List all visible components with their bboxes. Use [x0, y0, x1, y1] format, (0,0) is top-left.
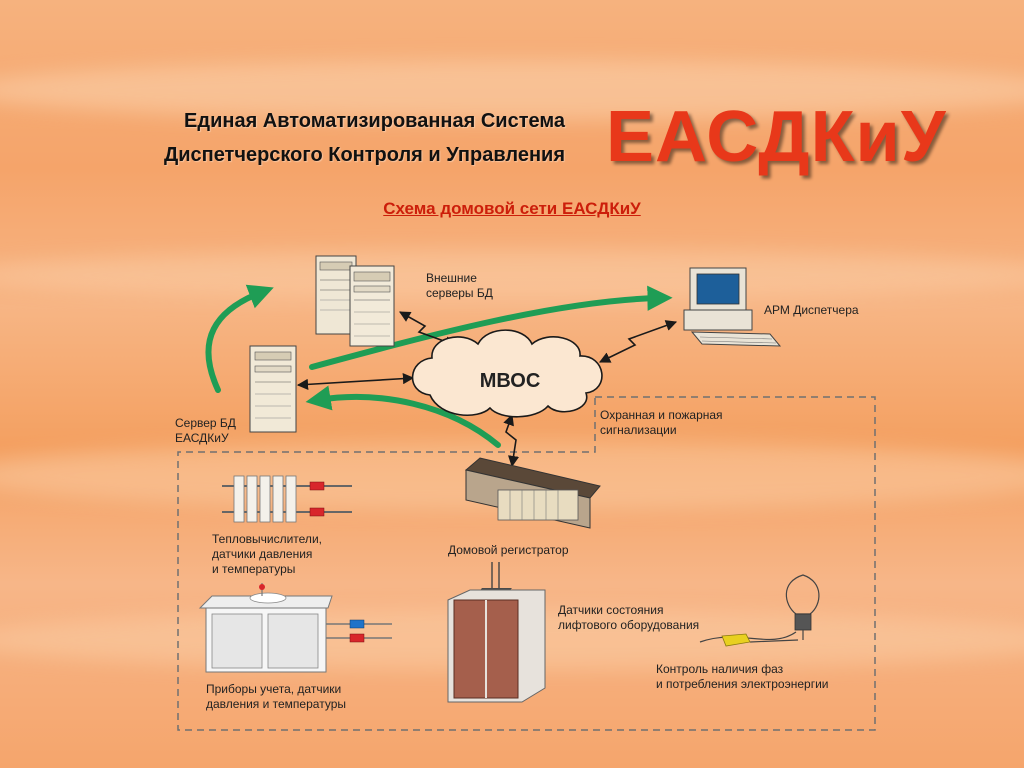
metering-devices-label-1: Приборы учета, датчики	[206, 682, 342, 696]
network-cloud: МВОС	[411, 329, 603, 418]
logo-text: ЕАСДКиУ	[606, 97, 947, 177]
header-title-line1: Единая Автоматизированная Система	[184, 110, 565, 132]
house-registrar-icon	[464, 457, 601, 529]
sink-cabinet-icon	[198, 583, 392, 673]
heat-meters-label-2: датчики давления	[212, 547, 313, 561]
power-monitor-icon	[699, 574, 820, 647]
house-registrar-label: Домовой регистратор	[448, 543, 569, 557]
db-server-label-2: ЕАСДКиУ	[175, 431, 229, 445]
external-servers-icon	[315, 255, 395, 347]
cloud-label: МВОС	[480, 370, 541, 392]
flow-arrows	[205, 284, 673, 448]
external-servers-label-2: серверы БД	[426, 286, 493, 300]
elevator-sensors-label-2: лифтового оборудования	[558, 618, 700, 632]
header-title-line2: Диспетчерского Контроля и Управления	[163, 144, 565, 166]
external-servers-label-1: Внешние	[426, 271, 477, 285]
workstation-label: АРМ Диспетчера	[764, 303, 859, 317]
elevator-icon	[447, 562, 546, 703]
security-alarm-label-2: сигнализации	[600, 423, 677, 437]
metering-devices-label-2: давления и температуры	[206, 697, 346, 711]
db-server-icon	[249, 345, 297, 433]
network-links	[296, 311, 678, 468]
heat-meters-label-1: Тепловычислители,	[212, 532, 322, 546]
elevator-sensors-label-1: Датчики состояния	[558, 603, 664, 617]
heat-meters-label-3: и температуры	[212, 562, 296, 576]
workstation-icon	[683, 267, 782, 347]
security-alarm-label-1: Охранная и пожарная	[600, 408, 723, 422]
heat-meter-icon	[222, 475, 352, 523]
house-network-border	[177, 396, 876, 731]
power-monitoring-label-1: Контроль наличия фаз	[656, 662, 784, 676]
diagram-title: Схема домовой сети ЕАСДКиУ	[383, 199, 641, 218]
db-server-label-1: Сервер БД	[175, 416, 236, 430]
power-monitoring-label-2: и потребления электроэнергии	[656, 677, 829, 691]
